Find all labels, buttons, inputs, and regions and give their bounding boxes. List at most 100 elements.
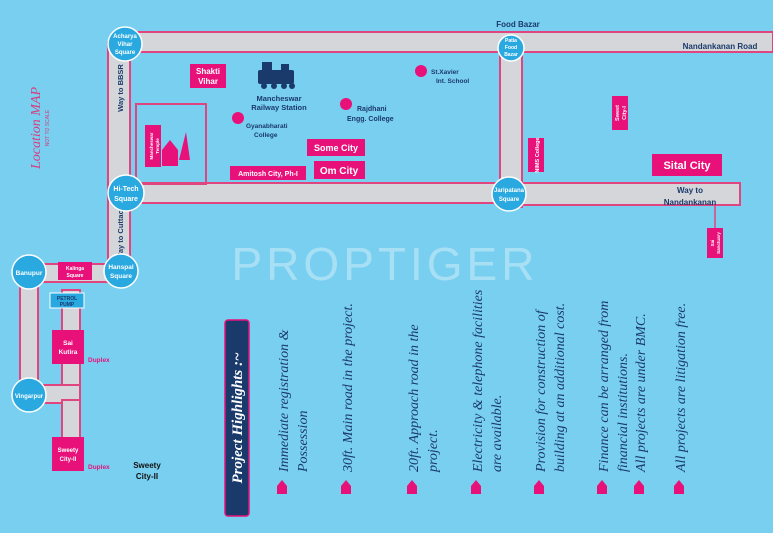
train-icon [258,62,295,89]
highlight-bullet-icon [277,480,287,494]
svg-text:PETROL: PETROL [57,296,77,302]
svg-text:Sital City: Sital City [663,160,711,172]
svg-text:Hanspal: Hanspal [108,264,133,271]
svg-text:Square: Square [499,197,520,203]
sweety-city-2-label-2: City-II [136,472,158,481]
junction-patia-food-bazar: Patia Food Bazar [497,34,525,62]
junction-hanspal-square: Hanspal Square [103,253,139,289]
map-title-group: Location MAP NOT TO SCALE [29,87,51,170]
way-to-nandankanan-line2: Nandankanan [664,198,717,207]
map-title: Location MAP [29,87,44,170]
svg-text:Vihar: Vihar [198,77,218,86]
svg-text:Food: Food [505,45,517,51]
svg-text:Vihar: Vihar [118,42,134,48]
svg-text:Sweety: Sweety [58,448,79,454]
way-to-nandankanan-line1: Way to [677,186,703,195]
highlights-title-group: Project Highlights :~ [224,319,250,517]
nims-college-label: NIMS College [535,137,541,172]
highlights-title: Project Highlights :~ [230,352,246,484]
junction-banupur: Banupur [11,254,47,290]
svg-text:Sai: Sai [710,240,715,247]
highlight-item: project. [426,429,441,473]
svg-text:Temple: Temple [155,138,160,154]
om-city-box [314,161,365,179]
duplex-label-1: Duplex [88,357,110,364]
highlight-bullet-icon [341,480,351,494]
rajdhani-label-1: Rajdhani [357,106,387,113]
some-city-box [307,139,365,156]
map-subtitle: NOT TO SCALE [45,109,51,146]
highlight-bullet-icon [534,480,544,494]
highlight-item: 20ft. Approach road in the [407,324,422,472]
highlight-item: Possession [296,411,311,473]
gyanabharati-marker [232,112,244,124]
highlight-bullet-icon [634,480,644,494]
sweety-city-2-box [52,437,84,471]
highlight-item: 30ft. Main road in the project. [341,303,356,473]
junction-jaripatana-square: Jaripatana Square [491,176,527,212]
svg-text:Vingarpur: Vingarpur [15,394,44,400]
sai-kutira-box [52,330,84,364]
svg-text:Sai: Sai [63,340,73,347]
mancheswar-label-2: Railway Station [251,103,307,112]
kalinga-square-box [58,262,92,280]
svg-text:City-II: City-II [60,457,77,463]
svg-text:Banupur: Banupur [16,270,43,277]
svg-text:Sweet: Sweet [615,105,621,121]
junction-hitech-square: Hi-Tech Square [107,174,145,212]
highlight-item: Finance can be arranged from [597,301,612,473]
junction-acharya-vihar: Acharya Vihar Square [107,26,143,62]
st-xavier-label-2: Int. School [436,78,469,85]
svg-text:PUMP: PUMP [60,302,75,308]
highlight-bullet-icon [471,480,481,494]
highlight-bullet-icon [407,480,417,494]
highlight-item: Provision for construction of [534,308,549,473]
highlight-bullet-icon [597,480,607,494]
gyanabharati-label-2: College [254,132,278,139]
svg-text:Square: Square [67,273,84,279]
rajdhani-marker [340,98,352,110]
svg-text:Hi-Tech: Hi-Tech [113,186,138,193]
nandankanan-road [119,31,773,53]
svg-text:Acharya: Acharya [113,34,137,40]
svg-text:Kalinga: Kalinga [66,266,84,272]
highlight-item: are available. [490,395,505,472]
road-network [19,31,773,451]
nandankanan-road-label: Nandankanan Road [683,42,758,51]
st-xavier-marker [415,65,427,77]
gyanabharati-label-1: Gyanabharati [246,123,288,130]
petrol-pump-box [49,292,85,309]
junction-vingarpur: Vingarpur [11,377,47,413]
svg-text:Kutira: Kutira [59,349,78,356]
highlight-item: Immediate registration & [277,329,292,473]
svg-text:Square: Square [114,196,138,203]
svg-text:Sanctuary: Sanctuary [716,232,721,254]
way-to-cuttack-label: Way to Cuttack [116,205,125,260]
svg-text:Om City: Om City [320,166,359,177]
svg-text:Bazar: Bazar [504,52,518,58]
amitosh-city-box [230,166,306,180]
highlight-item: All projects are under BMC. [634,313,649,473]
svg-text:Amitosh City, Ph-I: Amitosh City, Ph-I [238,171,298,178]
svg-text:Jaripatana: Jaripatana [494,188,525,194]
svg-text:Square: Square [115,50,136,56]
svg-text:Patia: Patia [505,38,517,44]
svg-text:Shakti: Shakti [196,67,220,76]
sweety-city-2-label-1: Sweety [133,461,161,470]
shakti-vihar-box [190,64,226,88]
svg-text:Mancheswar: Mancheswar [149,132,154,159]
sital-city-box [652,154,722,176]
highlight-bullet-icon [674,480,684,494]
middle-road [119,182,541,204]
highlight-item: financial institutions. [616,353,631,472]
sai-sanctuary-box [707,228,723,258]
duplex-label-2: Duplex [88,464,110,471]
mancheswar-label-1: Mancheswar [256,94,301,103]
highlight-item: Electricity & telephone facilities [471,289,486,473]
st-xavier-label-1: St.Xavier [431,69,459,76]
watermark: PROPTIGER [232,238,539,290]
nims-college-box [528,138,544,172]
temple-landmark: Mancheswar Temple [145,125,190,167]
svg-text:City-I: City-I [622,106,628,120]
